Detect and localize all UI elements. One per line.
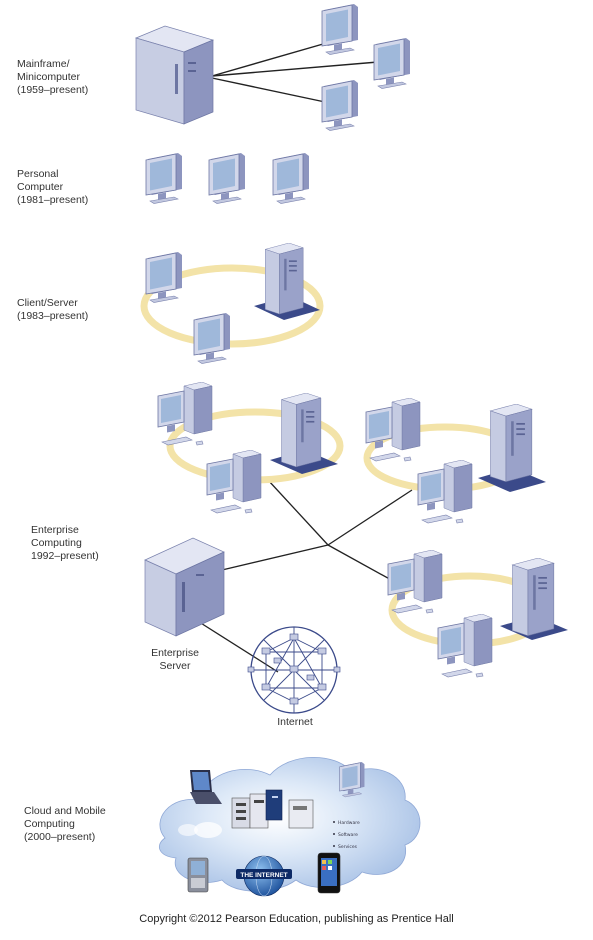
era-label-line: (1981–present) (17, 194, 89, 206)
caption-line: Server (159, 660, 191, 672)
link-line (211, 77, 326, 103)
cloud-item: Software (338, 832, 358, 838)
link-line (327, 544, 396, 583)
workstation (206, 450, 262, 514)
era-label-line: Computer (17, 181, 64, 193)
laptop-icon (190, 770, 222, 804)
enterprise-links (195, 479, 413, 673)
workstation (437, 614, 493, 678)
era-label-personal: Personal Computer (1981–present) (17, 168, 88, 207)
terminal-monitor (321, 80, 359, 131)
client-monitor (193, 313, 231, 364)
pc-monitor (272, 153, 310, 204)
terminal-monitor (373, 38, 411, 89)
server-tower (254, 243, 320, 320)
enterprise-server (144, 537, 225, 637)
cloud-item: Hardware (338, 820, 360, 826)
era-label-line: Computing (31, 537, 82, 549)
the-internet-globe-icon: THE INTERNET (236, 855, 292, 897)
internet-label: Internet (277, 716, 313, 728)
era-label-line: 1992–present) (31, 550, 99, 562)
workstation (157, 382, 213, 446)
link-line (327, 489, 413, 546)
era-label-line: (2000–present) (24, 831, 96, 843)
era-label-client-server: Client/Server (1983–present) (17, 297, 88, 323)
internet-globe-icon (247, 626, 341, 714)
cloud-services-list: Hardware Software Services (333, 820, 360, 850)
copyright-notice: Copyright ©2012 Pearson Education, publi… (139, 913, 454, 925)
era-label-line: Personal (17, 168, 59, 180)
server-cluster-icon (231, 789, 314, 829)
computing-eras-diagram: Hardware Software Services THE INTERNET (134, 4, 568, 897)
lan-server (500, 558, 568, 640)
link-line (195, 619, 279, 673)
link-line (211, 61, 379, 77)
era-label-line: Mainframe/ (17, 58, 70, 70)
mainframe-links (211, 41, 379, 103)
link-line (221, 544, 329, 571)
lan-server (478, 404, 546, 492)
era-label-line: Minicomputer (17, 71, 81, 83)
pc-monitor (145, 153, 183, 204)
the-internet-banner: THE INTERNET (240, 872, 287, 879)
era-label-line: Enterprise (31, 524, 79, 536)
smartphone-icon (317, 852, 341, 894)
workstation (417, 460, 473, 524)
mainframe-cabinet (134, 25, 215, 125)
era-label-line: (1959–present) (17, 84, 89, 96)
caption-line: Enterprise (151, 647, 199, 659)
link-line (211, 41, 331, 77)
era-label-line: Cloud and Mobile (24, 805, 106, 817)
link-line (267, 479, 329, 546)
enterprise-server-label: Enterprise Server (140, 647, 210, 673)
handheld-icon (187, 857, 209, 893)
era-label-line: (1983–present) (17, 310, 89, 322)
era-label-line: Client/Server (17, 297, 78, 309)
lan-server (270, 393, 338, 474)
era-label-mainframe: Mainframe/ Minicomputer (1959–present) (17, 58, 88, 97)
cloud-item: Services (338, 844, 358, 850)
era-label-line: Computing (24, 818, 75, 830)
pc-monitor (208, 153, 246, 204)
era-label-enterprise: Enterprise Computing 1992–present) (31, 524, 99, 563)
network-ring (140, 264, 324, 348)
workstation (365, 398, 421, 462)
terminal-monitor (321, 4, 359, 55)
era-label-cloud: Cloud and Mobile Computing (2000–present… (24, 805, 106, 844)
